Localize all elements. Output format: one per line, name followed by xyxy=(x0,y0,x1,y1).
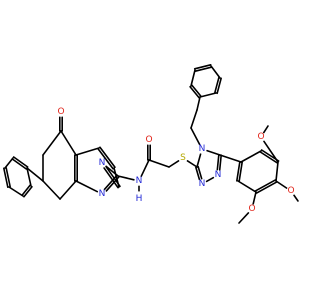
bond-ph2_4-ph2_5 xyxy=(210,65,221,79)
atom-label-o_amide: O xyxy=(145,135,152,145)
bond-c2-q1 xyxy=(75,147,100,156)
atom-label-n_q1: N xyxy=(99,158,106,168)
bond-ar2-ar3 xyxy=(237,180,257,193)
bond-ph2_1-ph2_2 xyxy=(189,84,202,99)
bonds-layer xyxy=(3,64,299,224)
bond-c4-c5 xyxy=(42,180,61,200)
bond-c3-c4 xyxy=(59,180,77,200)
bond-ph1_6-ph1_1 xyxy=(26,167,32,187)
bond-o_m2-me2 xyxy=(293,194,299,202)
bond-ph1_4-ph1_5 xyxy=(8,186,24,197)
bond-n_q1-q4 xyxy=(105,165,119,177)
bond-c6-c1 xyxy=(42,130,62,156)
atom-label-h_nh: H xyxy=(136,194,143,204)
atom-o_keto: O xyxy=(56,107,66,117)
bond-s-tz1 xyxy=(186,160,198,168)
bond-e1-e2 xyxy=(190,109,198,129)
bond-nh-c_amide xyxy=(140,159,150,178)
bond-tz5-tz_n1 xyxy=(216,154,222,171)
atom-label-tz_n1: N xyxy=(215,170,222,180)
bond-ph1_3-ph1_4 xyxy=(3,166,11,189)
atom-label-o_m3: O xyxy=(257,132,264,142)
bond-tz_n2-tz1 xyxy=(195,165,203,181)
bond-q4-n_q2 xyxy=(103,174,120,192)
bond-tz_n1-tz_n2 xyxy=(205,176,215,183)
bond-ph1_5-ph1_6 xyxy=(21,184,33,198)
bond-c5-ph1_1 xyxy=(26,167,44,182)
bond-q1-q2 xyxy=(97,146,116,170)
atom-o_amide: O xyxy=(144,135,154,145)
bond-c_amide-ch2 xyxy=(148,159,170,168)
bond-ar3-o_m1 xyxy=(252,191,257,205)
bond-ar3-ar4 xyxy=(254,179,278,194)
bond-tz_n4-tz5 xyxy=(206,149,221,156)
bond-ar5-o_m3 xyxy=(263,140,279,163)
atom-label-o_keto: O xyxy=(57,107,64,117)
bond-ch2-s xyxy=(168,160,180,168)
bond-ar4-o_m2 xyxy=(275,180,288,189)
atom-h_nh: H xyxy=(134,194,144,204)
atom-nh: N xyxy=(134,176,144,186)
atom-o_m1: O xyxy=(247,204,257,214)
bond-ar5-ar6 xyxy=(259,149,280,164)
atom-label-nh: N xyxy=(136,176,143,186)
atom-n_q1: N xyxy=(97,158,107,168)
bond-o_m3-me3 xyxy=(262,125,269,134)
bond-tz1-tz_n4 xyxy=(196,153,202,168)
bond-ph1_1-ph1_2 xyxy=(11,156,29,170)
bond-ar1-ar2 xyxy=(236,161,243,182)
atom-tz_n1: N xyxy=(213,170,223,180)
atom-tz_n2: N xyxy=(197,179,207,189)
bond-tz_n4-e1 xyxy=(190,127,201,146)
bond-e2-ph2_1 xyxy=(196,96,201,111)
bond-ph2_6-ph2_1 xyxy=(199,92,217,98)
bond-q3-n_q1 xyxy=(103,165,121,189)
bond-c2-c3 xyxy=(74,154,78,182)
bond-ph1_2-ph1_3 xyxy=(4,157,14,169)
bond-q4-nh xyxy=(117,175,135,181)
bond-ar6-ar1 xyxy=(240,150,262,163)
bond-ar4-ar5 xyxy=(275,161,279,182)
atom-n_q2: N xyxy=(97,189,107,199)
atom-label-o_m2: O xyxy=(287,186,294,196)
bond-n_q2-c3 xyxy=(75,180,99,193)
atom-label-o_m1: O xyxy=(248,204,255,214)
atom-label-tz_n2: N xyxy=(199,179,206,189)
bond-c1-o_keto xyxy=(58,116,64,132)
atom-label-n_q2: N xyxy=(99,189,106,199)
bond-ph2_2-ph2_3 xyxy=(190,69,196,87)
atom-label-tz_n4: N xyxy=(199,144,206,154)
bond-o_m1-me1 xyxy=(238,212,250,224)
bond-tz5-ar1 xyxy=(219,154,242,163)
bond-c1-c2 xyxy=(60,130,77,156)
bond-c_amide-o_amide xyxy=(147,144,151,161)
atom-tz_n4: N xyxy=(197,144,207,154)
atom-o_m2: O xyxy=(286,186,296,196)
atom-label-s: S xyxy=(180,153,186,163)
atom-o_m3: O xyxy=(256,132,266,142)
bond-ph2_3-ph2_4 xyxy=(193,64,213,72)
atom-s: S xyxy=(178,153,188,163)
bond-ph2_5-ph2_6 xyxy=(214,76,222,95)
